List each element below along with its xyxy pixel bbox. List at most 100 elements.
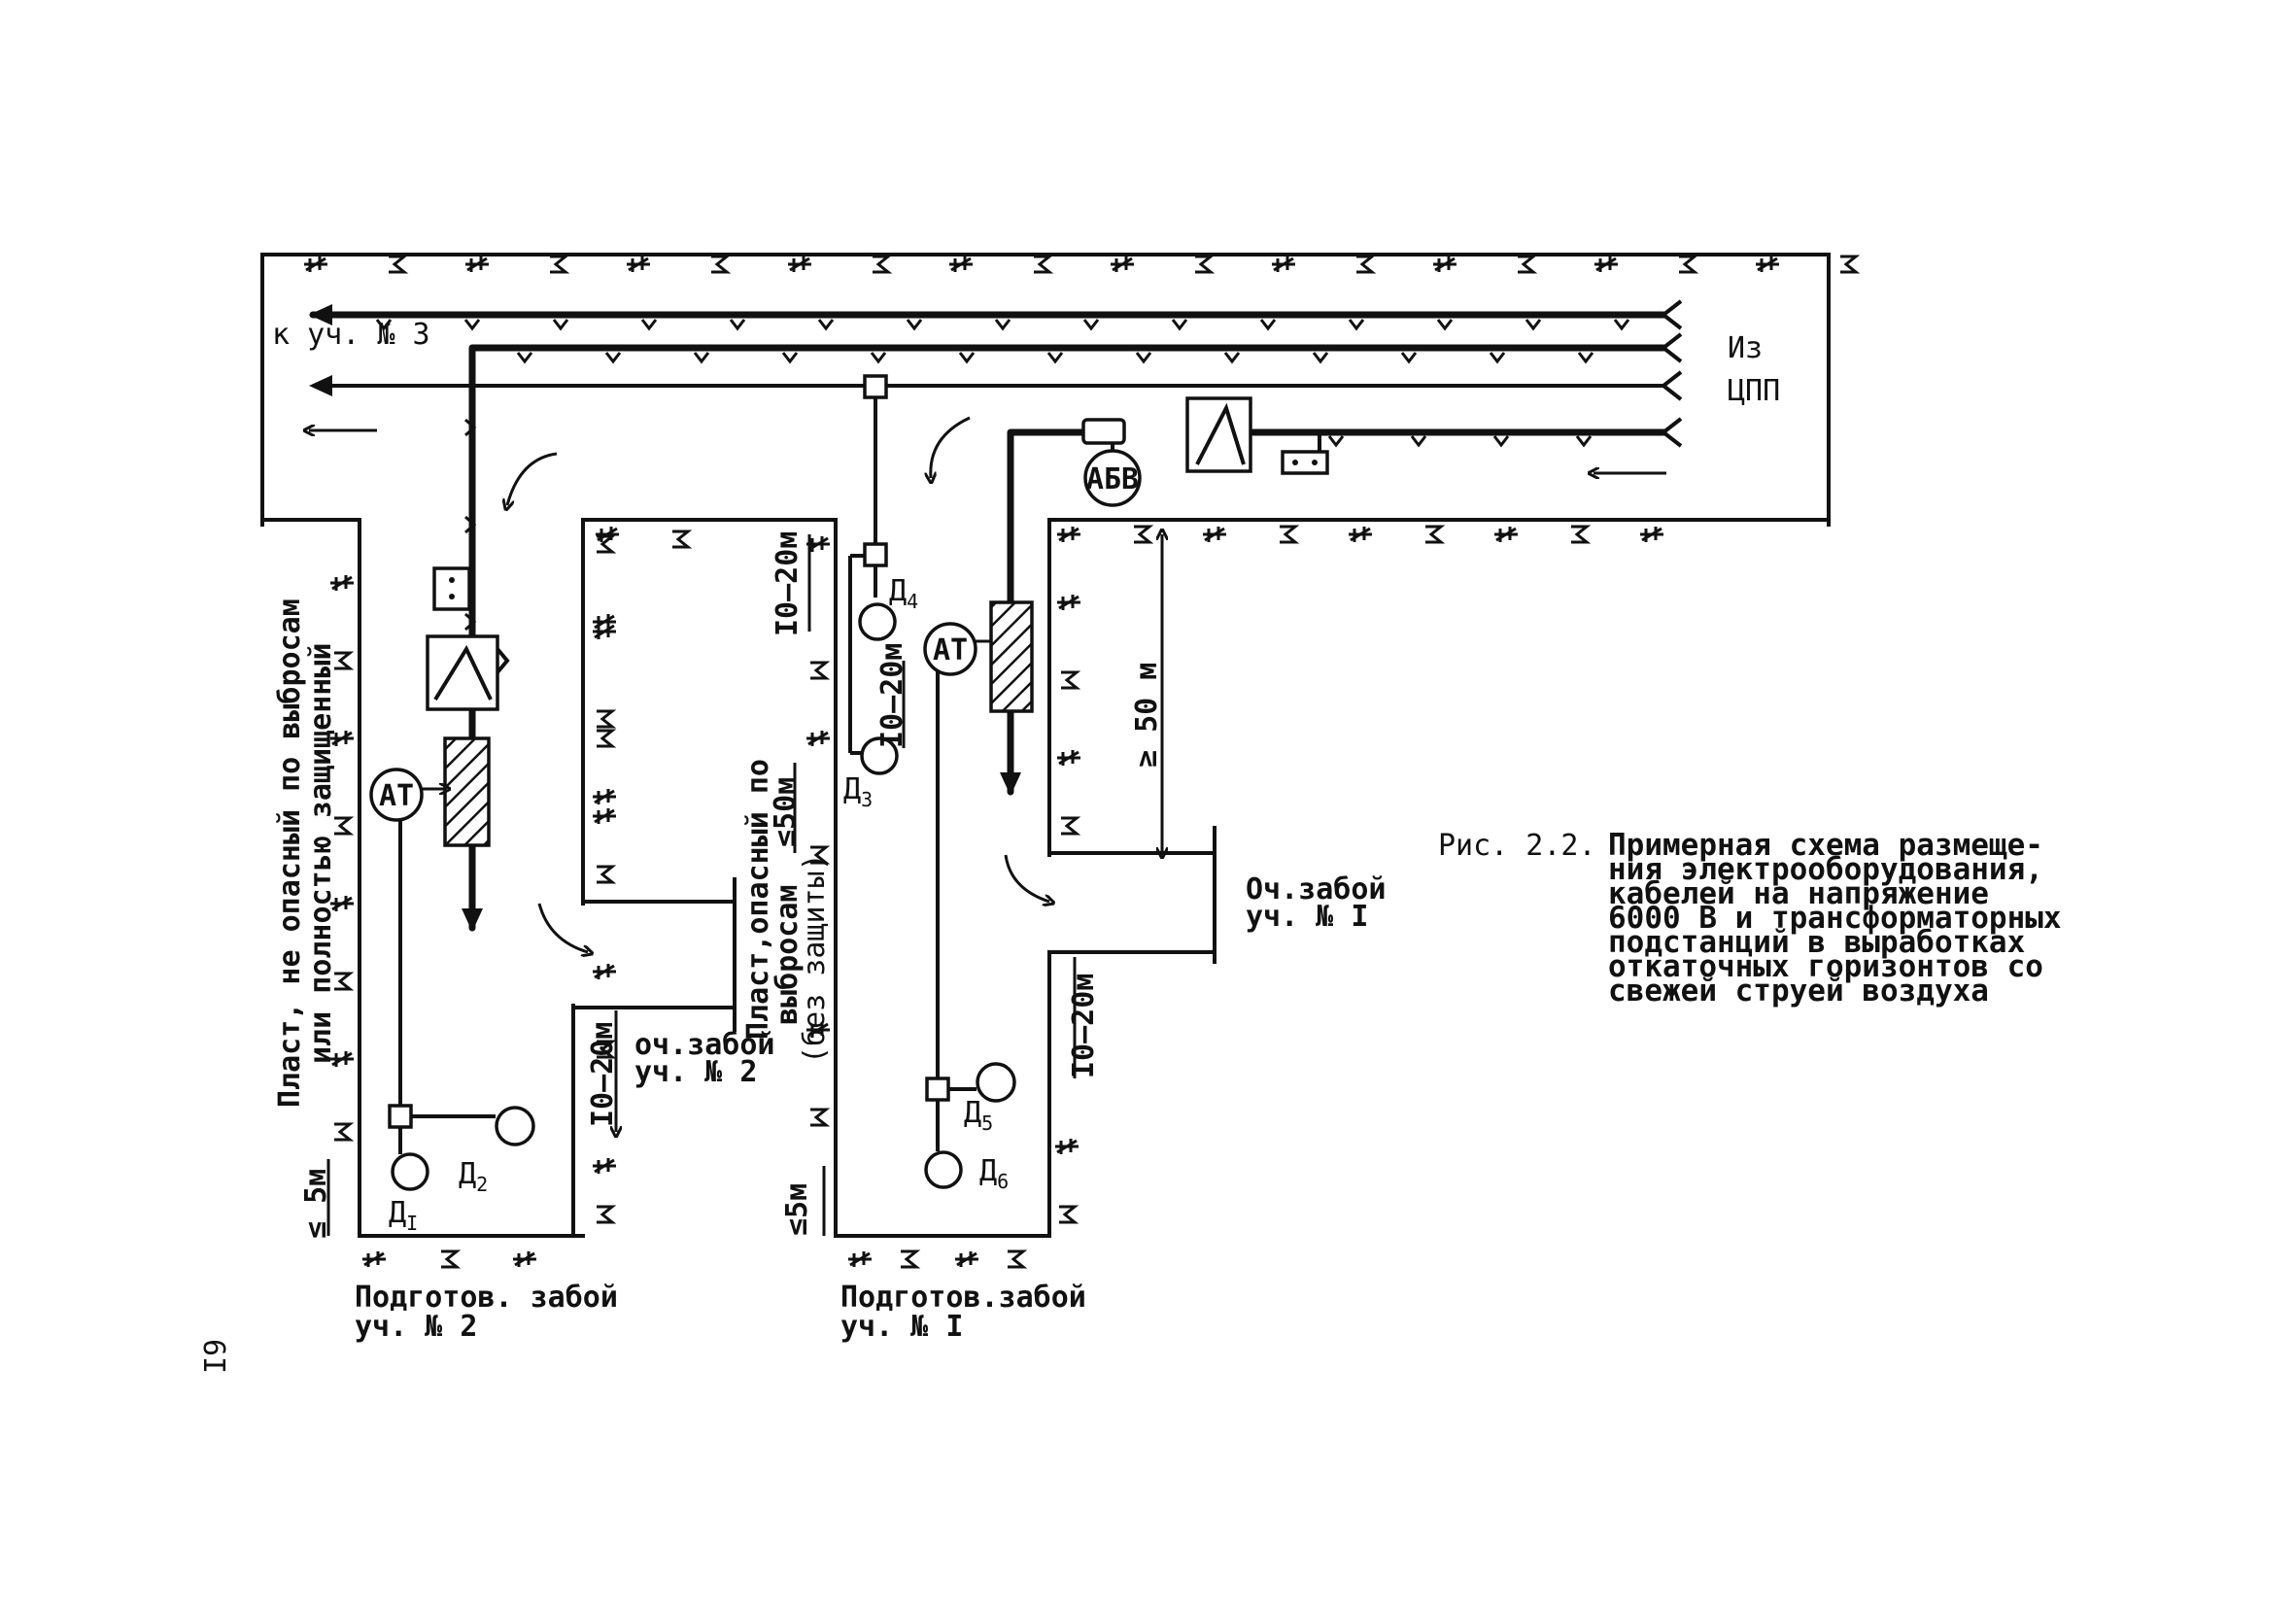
hatch-support-icon [1356,255,1377,274]
label-distance-le5-a: ≤ 5м [299,1169,333,1239]
equipment: АБВ АТ АТ [369,396,1329,1191]
cable-hanger-icon [640,319,658,331]
hatch-support-icon [593,614,616,630]
cable-hanger-icon [1259,319,1277,331]
cable-hanger-icon [1171,319,1188,331]
drift-walls [260,253,1831,1238]
hatch-support-icon [1272,256,1295,272]
figure-caption: Примерная схема размеще-ния электрообору… [1608,828,2062,1009]
label-from-cpp-1: Из [1728,331,1763,365]
hatch-support-icon [334,972,355,991]
abv-label: АБВ [1086,462,1139,496]
hatch-support-icon [593,1158,616,1174]
hatch-support-icon [1203,527,1226,542]
hatch-support-icon [806,1022,830,1038]
hatch-support-icon [711,255,732,274]
cable-hanger-icon [906,319,923,331]
hatch-support-icon [593,624,616,639]
dimension-lines [326,534,1162,1236]
label-distance-10-20-a: I0–20м [771,531,805,636]
hatch-support-icon [304,256,327,272]
hatch-support-icon [1059,1205,1079,1224]
hatch-support-icon [389,255,409,274]
cable-left-heading [462,344,1667,932]
hatch-support-icon [334,651,355,670]
hatch-support-icon [901,1249,921,1269]
text-labels: к уч. № 3 Из ЦПП ДI Д2 Д3 Д4 Д5 Д6 I0–20… [196,318,2062,1374]
hatch-support-icon [597,1040,617,1059]
cable-hanger-icon [1348,319,1365,331]
motor-d6 [924,1150,963,1189]
hatch-support-icon [806,731,830,746]
cable-hanger-icon [1436,319,1454,331]
caption-line: ния электрооборудования, [1608,852,2043,887]
hatch-support-icon [1057,595,1080,610]
label-d4: Д4 [889,574,918,613]
label-seam-safe-1: Пласт, не опасный по выбросам [273,598,307,1108]
cable-hanger-icon [1400,352,1418,364]
hatch-support-icon [949,256,973,272]
hatch-support-icon [810,1108,831,1127]
hatch-support-icon [1061,816,1081,836]
label-face-clean-1-line1: Оч.забой [1246,872,1387,906]
label-from-cpp-2: ЦПП [1728,374,1780,408]
hatch-support-icon [672,530,693,549]
label-d2: Д2 [459,1157,488,1196]
cable-hanger-icon [729,319,746,331]
hatch-support-icon [1494,527,1518,542]
label-to-section-3: к уч. № 3 [272,318,430,352]
label-seam-danger-3: (без защиты) [798,853,832,1064]
cable-hanger-icon [516,352,533,364]
motor-d4 [858,602,897,641]
junction-box-d4 [863,542,888,567]
hatch-support-icon [1055,1139,1079,1154]
label-distance-10-20-b: I0–20м [875,643,909,748]
label-face-prep-1-line1: Подготов.забой [840,1281,1086,1315]
hatch-support-icon [1280,525,1300,544]
hatch-support-icon [597,865,617,884]
switch-box-left [432,566,471,611]
hatch-support-icon [593,808,616,824]
arrow-icon [931,416,971,478]
cable-hanger-icon [464,418,477,437]
air-flow-arrows [309,416,1666,952]
hatch-support-icon [1594,256,1618,272]
breaker-housing [1081,418,1126,445]
transformer-substation-left [426,634,499,711]
label-face-prep-1-line2: уч. № I [840,1310,963,1344]
at-left [369,768,424,822]
cable-hanger-icon [817,319,835,331]
hatch-support-icon [1518,255,1538,274]
hatch-support-icon [1679,255,1699,274]
label-seam-safe-2: или полностью защищенный [304,643,338,1064]
hatch-support-icon [810,845,831,865]
hatch-support-icon [1571,525,1592,544]
arrow-icon [1004,854,1049,902]
cable-hanger-icon [604,352,622,364]
hatch-support-icon [1034,255,1054,274]
hatch-support-icon [1640,527,1663,542]
label-d1: ДI [389,1196,418,1235]
junction-box-top [863,374,888,399]
hatch-support-icon [334,816,355,836]
hatch-support-icon [362,1251,386,1267]
hatch-support-icon [593,789,616,804]
cable-hanger-icons [375,319,1630,709]
hatch-support-icon [597,729,617,748]
label-face-clean-1-line2: уч. № I [1246,900,1368,934]
cable-hanger-icon [870,352,887,364]
hatch-support-icon [1756,256,1779,272]
label-d3: Д3 [843,772,873,811]
switch-box-top-right [1281,450,1329,475]
label-distance-le50: ≤50м [769,777,803,847]
caption-line: откаточных горизонтов со [1608,949,2043,984]
hatch-support-icon [788,256,811,272]
label-d6: Д6 [979,1154,1009,1193]
hatch-support-icon [1111,256,1134,272]
cable-hanger-icon [1613,319,1630,331]
hatch-support-icon [441,1249,462,1269]
label-seam-danger-2: выбросам [771,885,805,1026]
cable-hanger-icon [375,319,393,331]
cable-hanger-icon [1410,435,1427,448]
